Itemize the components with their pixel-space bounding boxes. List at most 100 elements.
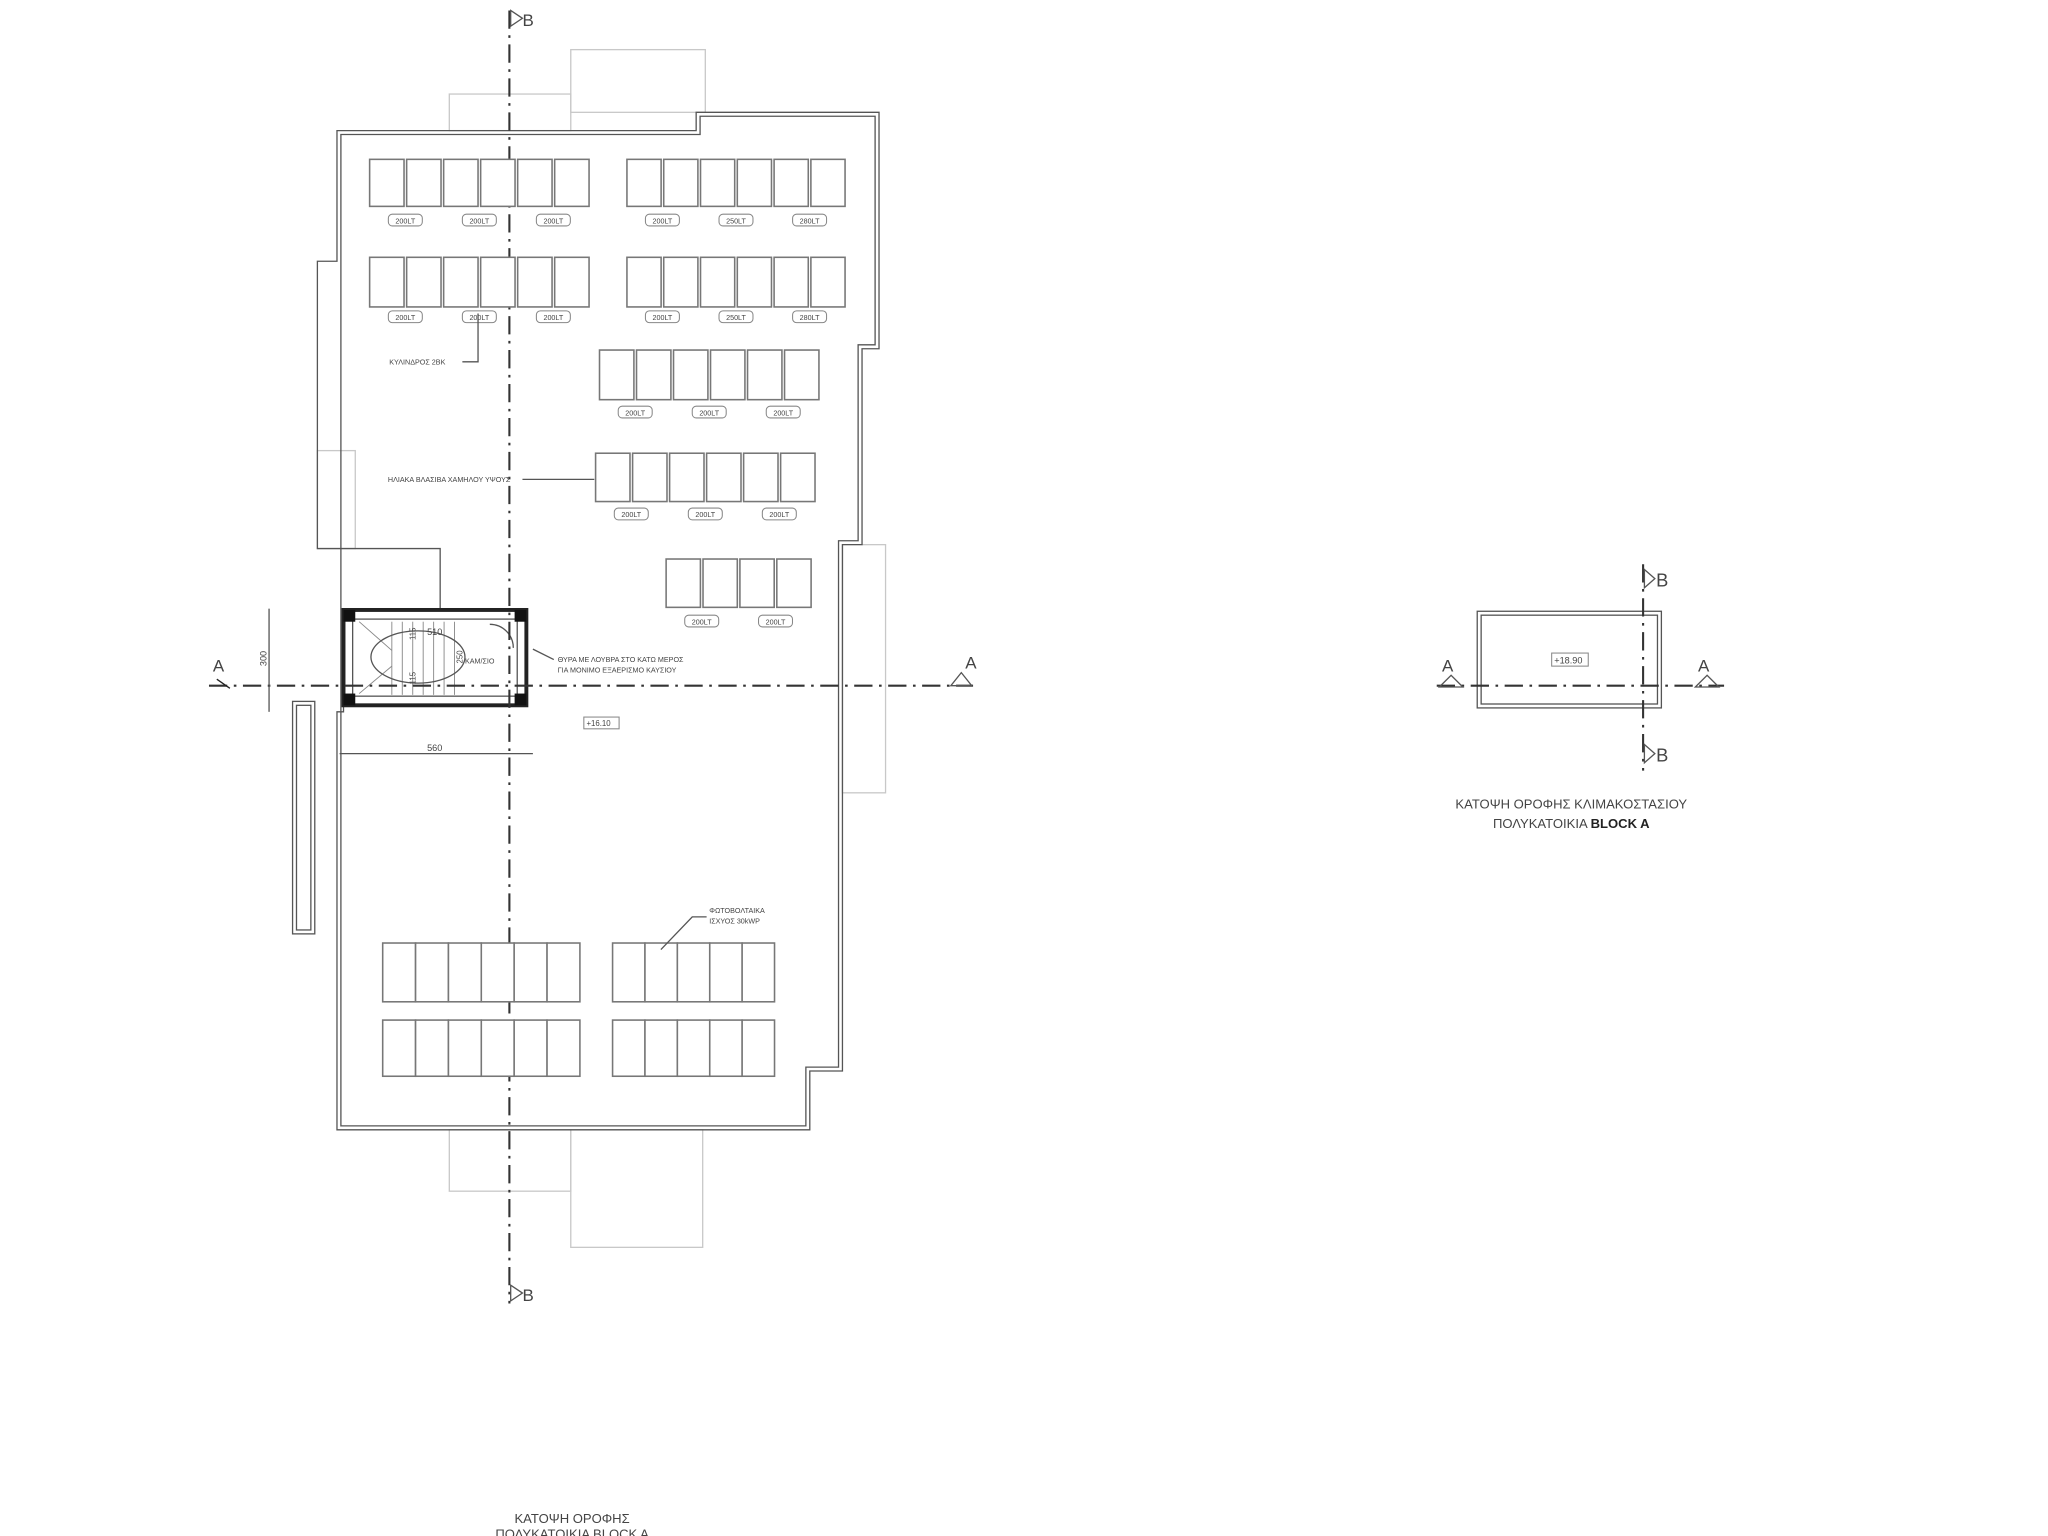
tank-label-frame: [461, 310, 497, 324]
svg-text:300: 300: [258, 651, 268, 666]
tank-panel: [699, 158, 736, 208]
tank-panel: [479, 158, 516, 208]
pv-module: [676, 1019, 711, 1078]
tank-capacity-label: 200LT: [625, 409, 645, 417]
svg-text:ΘΥΡΑ ΜΕ ΛΟΥΒΡΑ ΣΤΟ ΚΑΤΩ ΜΕΡΟΣ: ΘΥΡΑ ΜΕ ΛΟΥΒΡΑ ΣΤΟ ΚΑΤΩ ΜΕΡΟΣ: [558, 656, 684, 664]
tank-capacity-label: 200LT: [653, 217, 673, 225]
pv-module: [546, 1019, 581, 1078]
tank-panel: [442, 256, 479, 308]
tank-panel: [709, 349, 746, 401]
pv-module: [611, 1019, 646, 1078]
pv-module: [741, 1019, 776, 1078]
tank-label-frame: [617, 405, 653, 419]
pv-module: [546, 942, 581, 1003]
tank-capacity-label: 200LT: [699, 409, 719, 417]
tank-label-frame: [792, 310, 828, 324]
tank-capacity-label: 250LT: [726, 217, 746, 225]
tank-capacity-label: 200LT: [395, 217, 415, 225]
tank-panel: [736, 158, 773, 208]
tank-capacity-label: 200LT: [769, 511, 789, 519]
svg-text:B: B: [522, 11, 533, 30]
tank-panel: [773, 256, 810, 308]
tank-panel: [742, 452, 779, 503]
tank-label-frame: [718, 310, 754, 324]
pv-module: [676, 942, 711, 1003]
pv-module: [741, 942, 776, 1003]
tank-capacity-label: 200LT: [543, 217, 563, 225]
tank-panel: [442, 158, 479, 208]
tank-capacity-label: 200LT: [621, 511, 641, 519]
tank-group: 200LT 200LT 200LT: [598, 349, 820, 419]
tank-panel: [553, 256, 590, 308]
tank-panel: [368, 158, 405, 208]
svg-text:B: B: [1656, 569, 1668, 590]
svg-text:ΚΥΛΙΝΔΡΟΣ 2ΒΚ: ΚΥΛΙΝΔΡΟΣ 2ΒΚ: [389, 358, 445, 366]
tank-panel: [662, 256, 699, 308]
tank-label-frame: [461, 213, 497, 227]
tank-panel: [662, 158, 699, 208]
tank-panel: [626, 158, 662, 208]
balcony-outline: [291, 700, 316, 935]
tank-capacity-label: 200LT: [395, 314, 415, 322]
pv-array: [611, 1019, 776, 1078]
svg-text:115: 115: [408, 671, 417, 684]
tank-label-frame: [684, 614, 720, 628]
tank-panel: [783, 349, 820, 401]
svg-text:A: A: [1698, 656, 1710, 675]
pv-module: [381, 942, 417, 1003]
svg-text:510: 510: [427, 627, 442, 637]
tank-panel: [631, 452, 668, 503]
svg-text:+16.10: +16.10: [586, 719, 611, 728]
tank-panel: [598, 349, 635, 401]
stair-plan-title: ΚΑΤΟΨΗ ΟΡΟΦΗΣ ΚΛΙΜΑΚΟΣΤΑΣΙΟΥ: [1455, 796, 1687, 811]
tank-label-frame: [387, 310, 423, 324]
tank-label-frame: [718, 213, 754, 227]
tank-label-frame: [613, 507, 649, 521]
tank-capacity-label: 200LT: [469, 314, 489, 322]
tank-label-frame: [761, 507, 797, 521]
svg-text:250: 250: [455, 650, 464, 664]
tank-panel: [705, 452, 742, 503]
tank-panel: [405, 158, 442, 208]
pv-module: [611, 942, 646, 1003]
tank-panel: [368, 256, 405, 308]
tank-capacity-label: 200LT: [692, 618, 712, 626]
tank-capacity-label: 200LT: [773, 409, 793, 417]
tank-panel: [594, 452, 631, 503]
tank-panel: [746, 349, 783, 401]
pv-module: [414, 1019, 450, 1078]
tank-panel: [736, 256, 773, 308]
tank-label-frame: [792, 213, 828, 227]
tank-label-frame: [644, 310, 680, 324]
svg-text:+18.90: +18.90: [1554, 656, 1582, 666]
tank-panel: [776, 558, 812, 609]
stair-core: [341, 608, 529, 708]
tank-panel: [699, 256, 736, 308]
pv-module: [480, 942, 515, 1003]
tank-panel: [553, 158, 590, 208]
annotations: ΚΥΛΙΝΔΡΟΣ 2ΒΚ ΗΛΙΑΚΑ ΒΛΑΣΙΒΑ ΧΑΜΗΛΟΥ ΥΨΟ…: [388, 313, 765, 951]
svg-text:A: A: [213, 656, 225, 675]
tank-panel: [516, 158, 553, 208]
tank-panel: [739, 558, 775, 609]
main-plan-title: ΚΑΤΟΨΗ ΟΡΟΦΗΣ: [514, 1511, 629, 1526]
svg-text:A: A: [965, 654, 977, 673]
main-plan-subtitle: ΠΟΛΥΚΑΤΟΙΚΙΑ BLOCK A: [495, 1527, 649, 1536]
tank-panel: [810, 158, 846, 208]
dimensions: 300 560 510 115 115 250: [258, 608, 533, 755]
stair-plan-subtitle: ΠΟΛΥΚΑΤΟΙΚΙΑ BLOCK A: [1493, 816, 1650, 831]
tank-capacity-label: 250LT: [726, 314, 746, 322]
pv-module: [708, 942, 743, 1003]
stair-roof-plan: +18.90 B B A A ΚΑΤΟΨΗ ΟΡΟΦΗΣ ΚΛΙΜΑΚΟΣΤΑΣ…: [1436, 564, 1725, 831]
svg-text:A: A: [1442, 656, 1454, 675]
tank-label-frame: [535, 310, 571, 324]
tank-capacity-label: 280LT: [800, 314, 820, 322]
tank-label-frame: [691, 405, 727, 419]
tank-panel: [773, 158, 810, 208]
